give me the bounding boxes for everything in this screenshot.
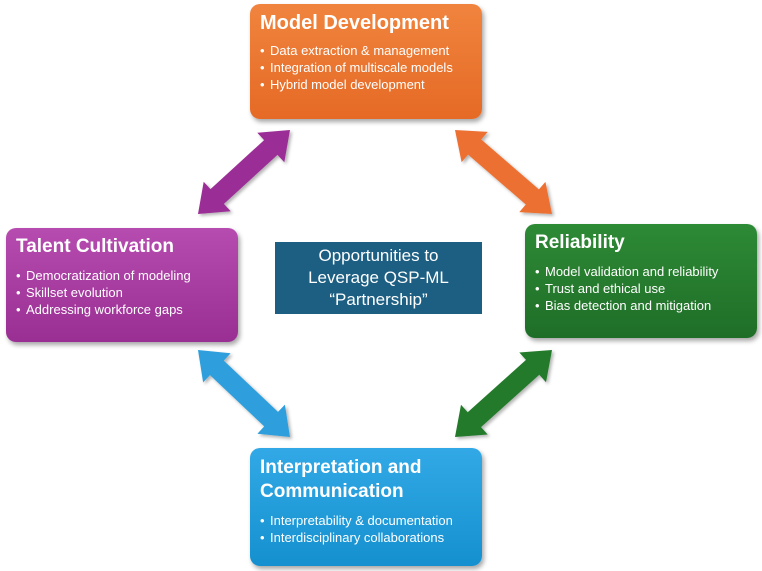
talent-cultivation-list: Democratization of modeling Skillset evo… bbox=[16, 267, 228, 318]
talent-cultivation-box: Talent Cultivation Democratization of mo… bbox=[6, 228, 238, 342]
list-item: Bias detection and mitigation bbox=[535, 297, 747, 314]
list-item: Interdisciplinary collaborations bbox=[260, 529, 472, 546]
reliability-title: Reliability bbox=[535, 232, 625, 253]
reliability-interp-arrow bbox=[455, 350, 552, 437]
list-item: Trust and ethical use bbox=[535, 280, 747, 297]
list-item: Addressing workforce gaps bbox=[16, 301, 228, 318]
interpretation-title: Interpretation and Communication bbox=[260, 456, 472, 504]
interpretation-title-line1: Interpretation and bbox=[260, 457, 422, 478]
list-item: Integration of multiscale models bbox=[260, 59, 472, 76]
list-item: Hybrid model development bbox=[260, 76, 472, 93]
center-title-box: Opportunities to Leverage QSP-ML “Partne… bbox=[275, 242, 482, 314]
model-development-box: Model Development Data extraction & mana… bbox=[250, 4, 482, 119]
center-line: Opportunities to bbox=[318, 246, 439, 265]
list-item: Data extraction & management bbox=[260, 42, 472, 59]
center-line: Leverage QSP-ML bbox=[308, 268, 449, 287]
model-development-title: Model Development bbox=[260, 12, 449, 34]
interpretation-list: Interpretability & documentation Interdi… bbox=[260, 512, 472, 546]
model-talent-arrow bbox=[198, 130, 290, 214]
center-line: “Partnership” bbox=[329, 290, 428, 309]
list-item: Democratization of modeling bbox=[16, 267, 228, 284]
interpretation-communication-box: Interpretation and Communication Interpr… bbox=[250, 448, 482, 566]
reliability-list: Model validation and reliability Trust a… bbox=[535, 263, 747, 314]
model-reliability-arrow bbox=[455, 130, 552, 214]
list-item: Skillset evolution bbox=[16, 284, 228, 301]
reliability-box: Reliability Model validation and reliabi… bbox=[525, 224, 757, 338]
list-item: Interpretability & documentation bbox=[260, 512, 472, 529]
interpretation-title-line2: Communication bbox=[260, 481, 404, 502]
talent-cultivation-title: Talent Cultivation bbox=[16, 236, 174, 257]
talent-interp-arrow bbox=[198, 350, 290, 437]
model-development-list: Data extraction & management Integration… bbox=[260, 42, 472, 93]
list-item: Model validation and reliability bbox=[535, 263, 747, 280]
